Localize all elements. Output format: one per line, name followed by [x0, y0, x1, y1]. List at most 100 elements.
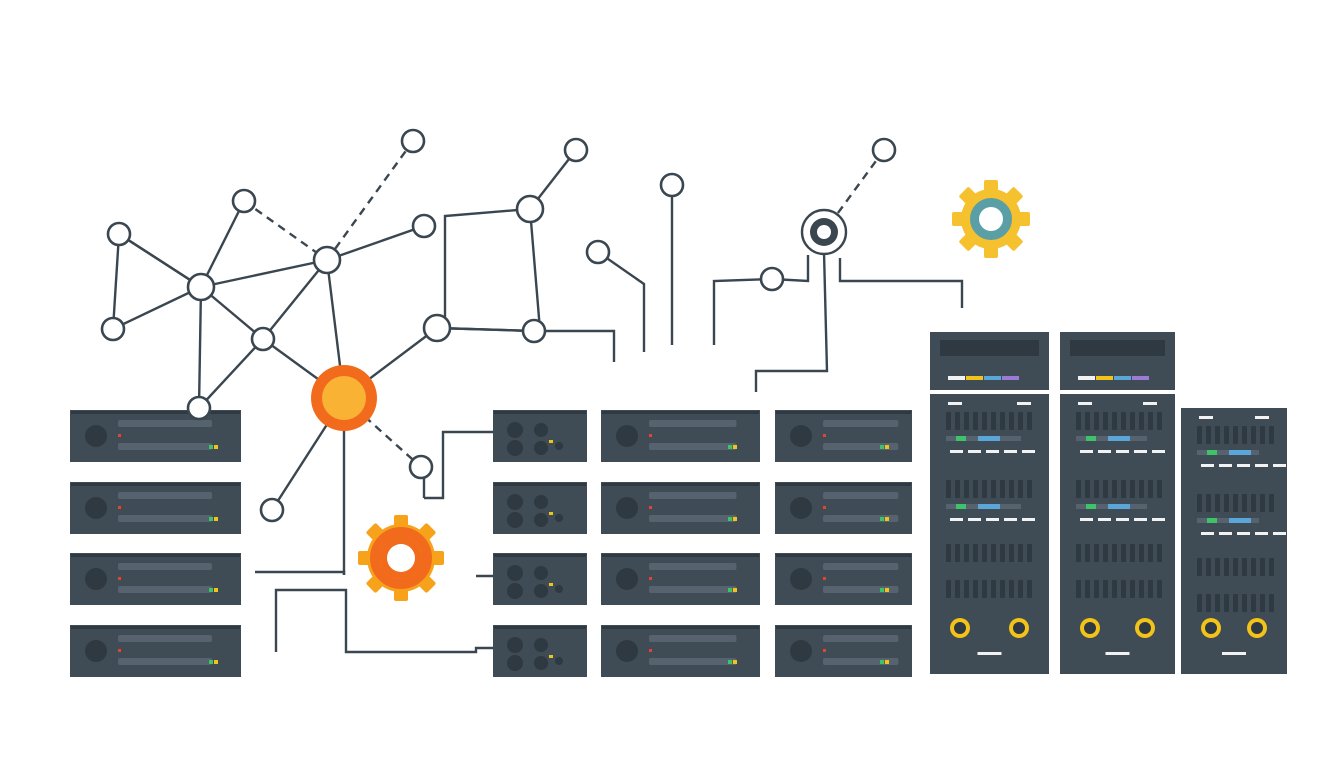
server-disc	[616, 568, 638, 590]
network-node-icon	[659, 172, 685, 198]
server-slot	[649, 586, 737, 593]
status-led	[823, 434, 826, 437]
network-edge	[326, 224, 425, 262]
rack-vent	[1103, 544, 1108, 562]
rack-knob-center	[954, 622, 966, 634]
status-led	[209, 660, 213, 664]
rack-vent	[1215, 558, 1220, 576]
status-led	[823, 506, 826, 509]
server-slot	[823, 515, 899, 522]
rack-vent	[1094, 544, 1099, 562]
rack-vent	[1197, 594, 1202, 612]
rack-vent	[982, 544, 987, 562]
rack-head-bar	[1002, 376, 1019, 380]
rack-bar	[1004, 518, 1017, 521]
network-nodes	[100, 128, 897, 523]
status-led	[549, 512, 553, 515]
rack-head-bar	[948, 376, 965, 380]
network-edge	[200, 258, 328, 289]
server-disc	[616, 497, 638, 519]
status-led	[1207, 450, 1217, 455]
server-slot	[649, 563, 737, 570]
rack-vent	[1009, 544, 1014, 562]
rack-vent	[1224, 558, 1229, 576]
rack-vent	[1027, 480, 1032, 498]
server-dial	[507, 512, 523, 528]
status-led	[209, 588, 213, 592]
server-rack-icon	[1060, 332, 1175, 674]
server-slot	[649, 635, 737, 642]
rack-vent	[1139, 412, 1144, 430]
server-slot	[823, 443, 899, 450]
server-unit-edge	[494, 411, 586, 414]
server-unit-icon	[493, 410, 587, 462]
rack-vent	[955, 544, 960, 562]
server-slot	[118, 563, 213, 570]
status-led	[728, 517, 732, 521]
status-led	[1108, 504, 1130, 509]
network-node-icon	[759, 266, 785, 292]
status-led	[214, 517, 218, 521]
rack-vent	[1130, 580, 1135, 598]
rack-vent	[1224, 426, 1229, 444]
rack-vent	[1130, 544, 1135, 562]
rack-vent	[964, 480, 969, 498]
status-led	[733, 660, 737, 664]
rack-bar	[986, 518, 999, 521]
rack-vent	[1112, 580, 1117, 598]
rack-vent	[1206, 494, 1211, 512]
rack-vent	[1130, 480, 1135, 498]
rack-vent	[973, 480, 978, 498]
server-dial	[534, 638, 548, 652]
rack-vent	[1139, 544, 1144, 562]
server-unit-edge	[776, 483, 911, 486]
rack-body	[1181, 408, 1287, 674]
rack-vent	[1157, 544, 1162, 562]
rack-vent	[1233, 558, 1238, 576]
rack-vent	[1018, 580, 1023, 598]
rack-vent	[1139, 580, 1144, 598]
rack-vent	[1121, 544, 1126, 562]
rack-vent	[1206, 594, 1211, 612]
status-led	[1229, 450, 1251, 455]
server-disc	[85, 497, 107, 519]
gear-ring-accent	[370, 527, 432, 589]
rack-bar	[977, 652, 1002, 655]
network-node-icon	[521, 318, 547, 344]
rack-vent	[1148, 412, 1153, 430]
server-unit-icon	[601, 553, 760, 605]
rack-vent	[1269, 594, 1274, 612]
rack-bar	[1152, 518, 1165, 521]
circuit-trace	[424, 430, 494, 500]
network-edge	[197, 286, 203, 409]
server-dial	[507, 440, 523, 456]
rack-vent	[1242, 558, 1247, 576]
server-unit-icon	[493, 625, 587, 677]
rack-vent	[955, 412, 960, 430]
server-unit-edge	[602, 626, 759, 629]
rack-vent	[964, 412, 969, 430]
network-node-icon	[231, 188, 257, 214]
network-edge	[198, 338, 264, 409]
status-led	[978, 436, 1000, 441]
rack-vent	[964, 580, 969, 598]
rack-vent	[1103, 580, 1108, 598]
rack-vent	[1139, 480, 1144, 498]
status-led	[118, 434, 121, 437]
rack-knob-center	[1251, 622, 1263, 634]
server-slot	[118, 492, 213, 499]
rack-vent	[973, 544, 978, 562]
server-dial	[534, 513, 548, 527]
network-node-icon	[411, 213, 437, 239]
rack-knob-center	[1139, 622, 1151, 634]
circuit-trace	[754, 251, 829, 392]
rack-vent	[1242, 594, 1247, 612]
status-led	[728, 660, 732, 664]
server-unit-icon	[601, 410, 760, 462]
server-slot	[118, 515, 213, 522]
rack-vent	[982, 580, 987, 598]
dashed-edge	[243, 200, 328, 261]
server-unit-icon	[775, 410, 912, 462]
server-unit-edge	[71, 483, 240, 486]
rack-vent	[1112, 412, 1117, 430]
